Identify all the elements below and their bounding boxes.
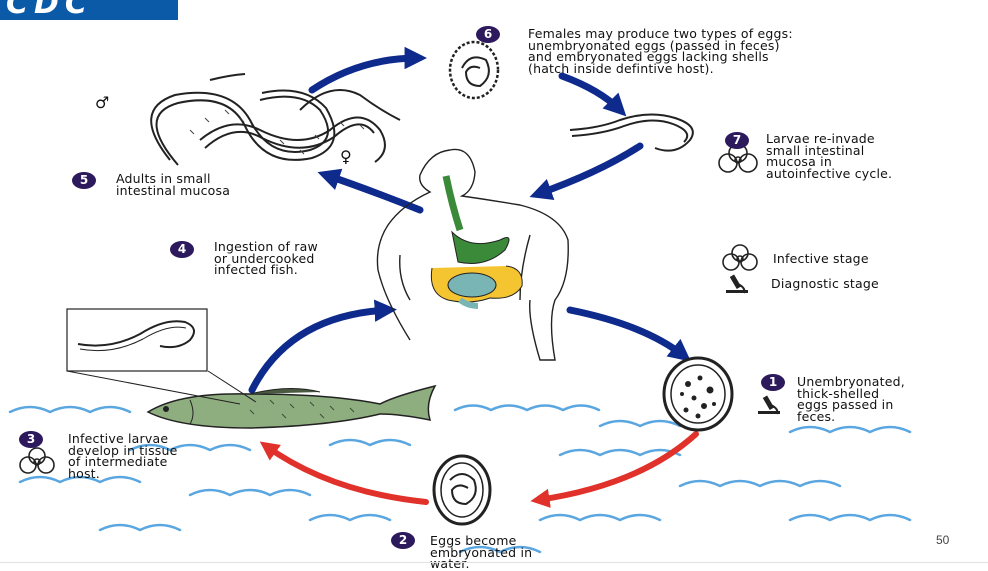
step-4-line: or undercooked — [214, 250, 315, 266]
step-5-line: Adults in small — [116, 171, 211, 186]
step-7-line: autoinfective cycle. — [766, 165, 893, 181]
step-3-line: Infective larvae — [68, 431, 169, 446]
microscope-icon-step-1 — [758, 395, 780, 415]
arrow-3-to-4 — [248, 299, 397, 394]
step-6-line: and embryonated eggs lacking shells — [528, 49, 769, 64]
arrow-1-to-2 — [530, 431, 699, 508]
egg-embryonated-water — [432, 454, 492, 526]
adult-worms-stipple — [189, 109, 365, 155]
cdc-logo-text: CDC — [6, 0, 93, 20]
step-3-label: Infective larvae develop in tissue of in… — [68, 433, 178, 479]
red-arrows — [259, 431, 699, 508]
legend-infective-label: Infective stage — [773, 251, 869, 266]
arrow-2-to-3 — [259, 441, 429, 505]
step-1-line: eggs passed in — [797, 397, 894, 412]
step-5-label: Adults in small intestinal mucosa — [116, 173, 230, 196]
step-6-label: Females may produce two types of eggs: u… — [528, 28, 793, 74]
step-1-line: Unembryonated, — [797, 374, 905, 389]
human-body — [376, 148, 569, 361]
page-number: 50 — [936, 533, 950, 547]
microscope-icon-legend — [726, 274, 748, 294]
female-symbol: ♀ — [340, 147, 352, 166]
fish — [146, 384, 437, 429]
step-1-label: Unembryonated, thick-shelled eggs passed… — [797, 376, 905, 422]
step-4-line: Ingestion of raw — [214, 239, 318, 254]
biohazard-icon-step-7 — [718, 143, 758, 173]
biohazard-icon-step-3 — [19, 447, 55, 474]
arrow-7-to-host — [529, 142, 644, 201]
step-2-line: Eggs become — [430, 533, 517, 548]
adult-worms — [150, 73, 401, 166]
legend-diagnostic-label: Diagnostic stage — [771, 276, 879, 291]
egg-embryonated-top — [448, 40, 500, 100]
bottom-divider — [0, 562, 988, 563]
step-3-line: of intermediate — [68, 454, 168, 469]
biohazard-icon-legend — [722, 244, 758, 271]
step-number-6: 6 — [476, 26, 500, 43]
step-7-line: Larvae re-invade — [766, 131, 875, 146]
step-7-line: small intestinal — [766, 142, 865, 158]
step-number-2: 2 — [391, 532, 415, 549]
step-2-label: Eggs become embryonated in water. — [430, 535, 532, 570]
water-waves — [8, 404, 912, 554]
inset-larva-box — [66, 308, 257, 405]
step-4-label: Ingestion of raw or undercooked infected… — [214, 241, 318, 276]
step-number-1: 1 — [761, 374, 785, 391]
step-7-line: mucosa in — [766, 154, 832, 169]
step-6-line: Females may produce two types of eggs: — [528, 26, 793, 41]
step-4-line: infected fish. — [214, 262, 298, 277]
step-7-label: Larvae re-invade small intestinal mucosa… — [766, 133, 892, 179]
step-2-line: water. — [430, 556, 470, 571]
cdc-logo: CDC — [0, 0, 178, 20]
step-2-line: embryonated in — [430, 544, 533, 560]
egg-unembryonated — [662, 356, 734, 432]
step-number-7: 7 — [725, 132, 749, 149]
step-3-line: host. — [68, 465, 100, 481]
step-number-4: 4 — [170, 241, 194, 258]
step-1-line: thick-shelled — [797, 385, 880, 401]
step-5-line: intestinal mucosa — [116, 182, 231, 198]
step-6-line: unembryonated eggs (passed in feces) — [528, 37, 780, 53]
male-symbol: ♂ — [95, 93, 110, 112]
arrow-5-to-6 — [308, 46, 427, 94]
step-6-line: (hatch inside defintive host). — [528, 60, 714, 76]
step-number-5: 5 — [72, 172, 96, 189]
blue-arrows — [248, 46, 692, 394]
arrow-6-to-7 — [558, 72, 627, 117]
arrow-host-to-1 — [566, 306, 692, 362]
step-1-line: feces. — [797, 408, 836, 424]
arrow-4-to-5 — [317, 168, 424, 214]
step-3-line: develop in tissue — [68, 442, 178, 458]
digestive-tract — [430, 175, 523, 309]
larva-autoinfective — [569, 113, 694, 152]
step-number-3: 3 — [19, 431, 43, 448]
